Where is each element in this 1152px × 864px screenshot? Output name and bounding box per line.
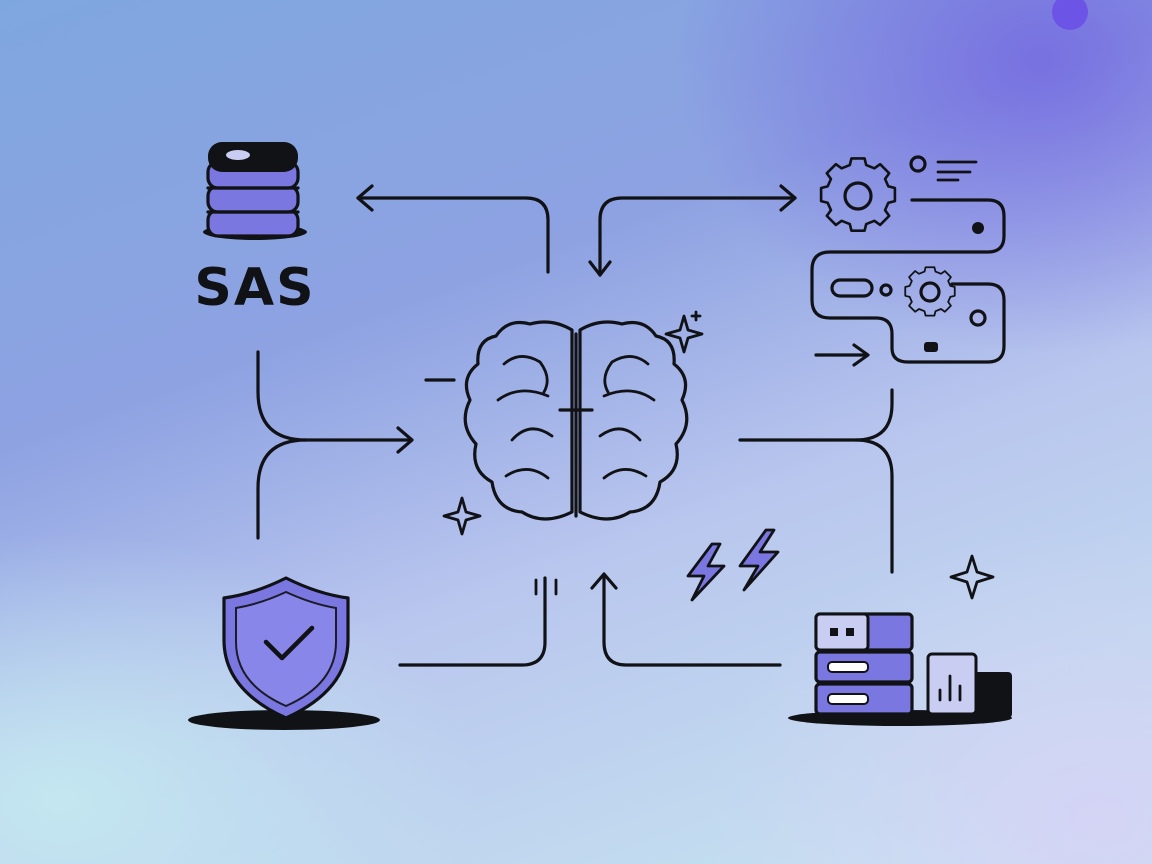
tick-marks bbox=[534, 578, 558, 596]
shield-check-icon bbox=[188, 576, 380, 730]
arrow-head-brain-left bbox=[396, 426, 414, 454]
sparkle-icon bbox=[949, 554, 995, 600]
brain-icon bbox=[463, 320, 689, 521]
connector-server-to-brain bbox=[854, 438, 894, 574]
connectors bbox=[256, 184, 894, 667]
connector-server-to-brain-bottom bbox=[602, 574, 782, 667]
corner-dot bbox=[1052, 0, 1088, 30]
database-label: SAS bbox=[194, 258, 316, 318]
connector-database-to-brain bbox=[256, 350, 412, 442]
gear-icon-small bbox=[904, 266, 956, 317]
connector-shield-to-brain-bottom bbox=[398, 576, 547, 667]
connector-shield-to-brain bbox=[256, 438, 308, 540]
arrow-head-gears bbox=[779, 184, 797, 212]
gears-panel-icon bbox=[810, 155, 1006, 364]
server-rack-icon bbox=[788, 612, 1012, 726]
connector-brain-to-database bbox=[356, 196, 550, 274]
connector-gears-to-brain bbox=[738, 388, 894, 442]
sparkle-icon bbox=[664, 310, 704, 354]
database-icon bbox=[203, 142, 307, 240]
gear-icon-large bbox=[819, 157, 897, 232]
lightning-icon bbox=[686, 528, 780, 602]
arrow-head-gears-small bbox=[852, 343, 870, 367]
arrow-head-brain-bottom bbox=[590, 572, 618, 590]
connector-brain-to-gears bbox=[598, 196, 797, 277]
arrow-head-brain-top bbox=[588, 260, 612, 277]
sparkle-icon bbox=[442, 496, 482, 536]
arrow-head-database bbox=[356, 184, 374, 212]
